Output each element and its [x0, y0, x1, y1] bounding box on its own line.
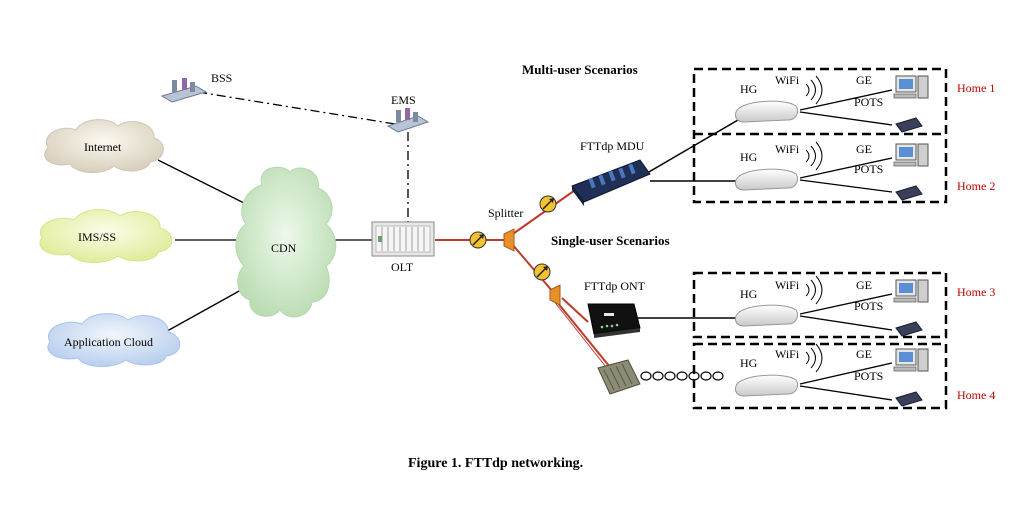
- pc-icon: [893, 143, 929, 167]
- ge-label-1: GE: [856, 73, 872, 87]
- splitter-label: Splitter: [488, 206, 523, 220]
- ims-cloud: [39, 209, 173, 263]
- ems-server-icon: [386, 108, 430, 133]
- fiber-connector-icon-2: [539, 195, 557, 213]
- wifi-label-4: WiFi: [775, 347, 800, 361]
- link-appcloud-cdn: [159, 284, 251, 336]
- ems-label: EMS: [391, 93, 416, 107]
- home1-label: Home 1: [957, 81, 995, 95]
- phone-icon: [895, 117, 923, 133]
- hg-label-3: HG: [740, 287, 758, 301]
- ims-label: IMS/SS: [78, 230, 116, 244]
- app-cloud: [47, 313, 181, 367]
- ont-device-icon: [587, 303, 641, 338]
- text-labels: BSS EMS Internet IMS/SS Application Clou…: [64, 62, 995, 471]
- cdn-cloud: [235, 166, 337, 318]
- home3-devices: [735, 275, 929, 337]
- link-mdu-home1: [641, 119, 739, 177]
- mdu-device-icon: [571, 159, 651, 206]
- phone-icon: [895, 391, 923, 407]
- bss-label: BSS: [211, 71, 232, 85]
- hg-router-icon: [735, 304, 799, 327]
- link-bss-ems: [197, 91, 396, 125]
- hg-label-1: HG: [740, 82, 758, 96]
- home2-devices: [735, 141, 929, 201]
- splitter-icon-1: [503, 228, 515, 252]
- hg-router-icon: [735, 168, 799, 191]
- fiber-splitter-sub: [511, 243, 554, 293]
- mdu-label: FTTdp MDU: [580, 139, 645, 153]
- internet-label: Internet: [84, 140, 122, 154]
- home4-devices: [735, 343, 929, 407]
- hg-label-4: HG: [740, 356, 758, 370]
- wifi-icon: [805, 275, 823, 305]
- olt-label: OLT: [391, 260, 414, 274]
- home2-label: Home 2: [957, 179, 995, 193]
- connections: [157, 89, 893, 401]
- olt-device-icon: [371, 221, 435, 257]
- wifi-label-1: WiFi: [775, 73, 800, 87]
- multi-user-title: Multi-user Scenarios: [522, 62, 638, 77]
- pc-icon: [893, 348, 929, 372]
- splitter-icon-2: [549, 284, 561, 306]
- wifi-label-2: WiFi: [775, 142, 800, 156]
- hg-router-icon: [735, 100, 799, 123]
- link-internet-cdn: [157, 159, 249, 206]
- dp-outdoor-unit-icon: [597, 359, 724, 395]
- wifi-icon: [805, 343, 823, 373]
- hg-label-2: HG: [740, 150, 758, 164]
- fiber-splitter-mdu: [509, 187, 579, 237]
- bss-server-icon: [160, 78, 208, 103]
- fiber-connector-icon-1: [469, 231, 487, 249]
- wifi-icon: [805, 75, 823, 105]
- home4-label: Home 4: [957, 388, 995, 402]
- wifi-label-3: WiFi: [775, 278, 800, 292]
- pots-label-2: POTS: [854, 162, 883, 176]
- single-user-title: Single-user Scenarios: [551, 233, 670, 248]
- internet-cloud: [44, 119, 164, 173]
- pc-icon: [893, 279, 929, 303]
- app-cloud-label: Application Cloud: [64, 335, 153, 349]
- pc-icon: [893, 75, 929, 99]
- figure-caption: Figure 1. FTTdp networking.: [408, 456, 583, 471]
- home-boxes: [692, 67, 948, 410]
- fiber-sub-dp: [556, 301, 615, 373]
- cdn-label: CDN: [271, 241, 297, 255]
- pots-label-1: POTS: [854, 95, 883, 109]
- ge-label-2: GE: [856, 142, 872, 156]
- ge-label-3: GE: [856, 278, 872, 292]
- phone-icon: [895, 321, 923, 337]
- fiber-sub-ont: [561, 297, 589, 323]
- home3-label: Home 3: [957, 285, 995, 299]
- ont-label: FTTdp ONT: [584, 279, 646, 293]
- home3-box: [692, 271, 948, 339]
- multi-user-box: [692, 67, 948, 204]
- wifi-icon: [805, 141, 823, 171]
- home1-devices: [735, 75, 929, 133]
- home4-box: [692, 342, 948, 410]
- fiber-connector-icon-3: [533, 263, 551, 281]
- pots-label-4: POTS: [854, 369, 883, 383]
- pots-label-3: POTS: [854, 299, 883, 313]
- hg-router-icon: [735, 374, 799, 397]
- phone-icon: [895, 185, 923, 201]
- ge-label-4: GE: [856, 347, 872, 361]
